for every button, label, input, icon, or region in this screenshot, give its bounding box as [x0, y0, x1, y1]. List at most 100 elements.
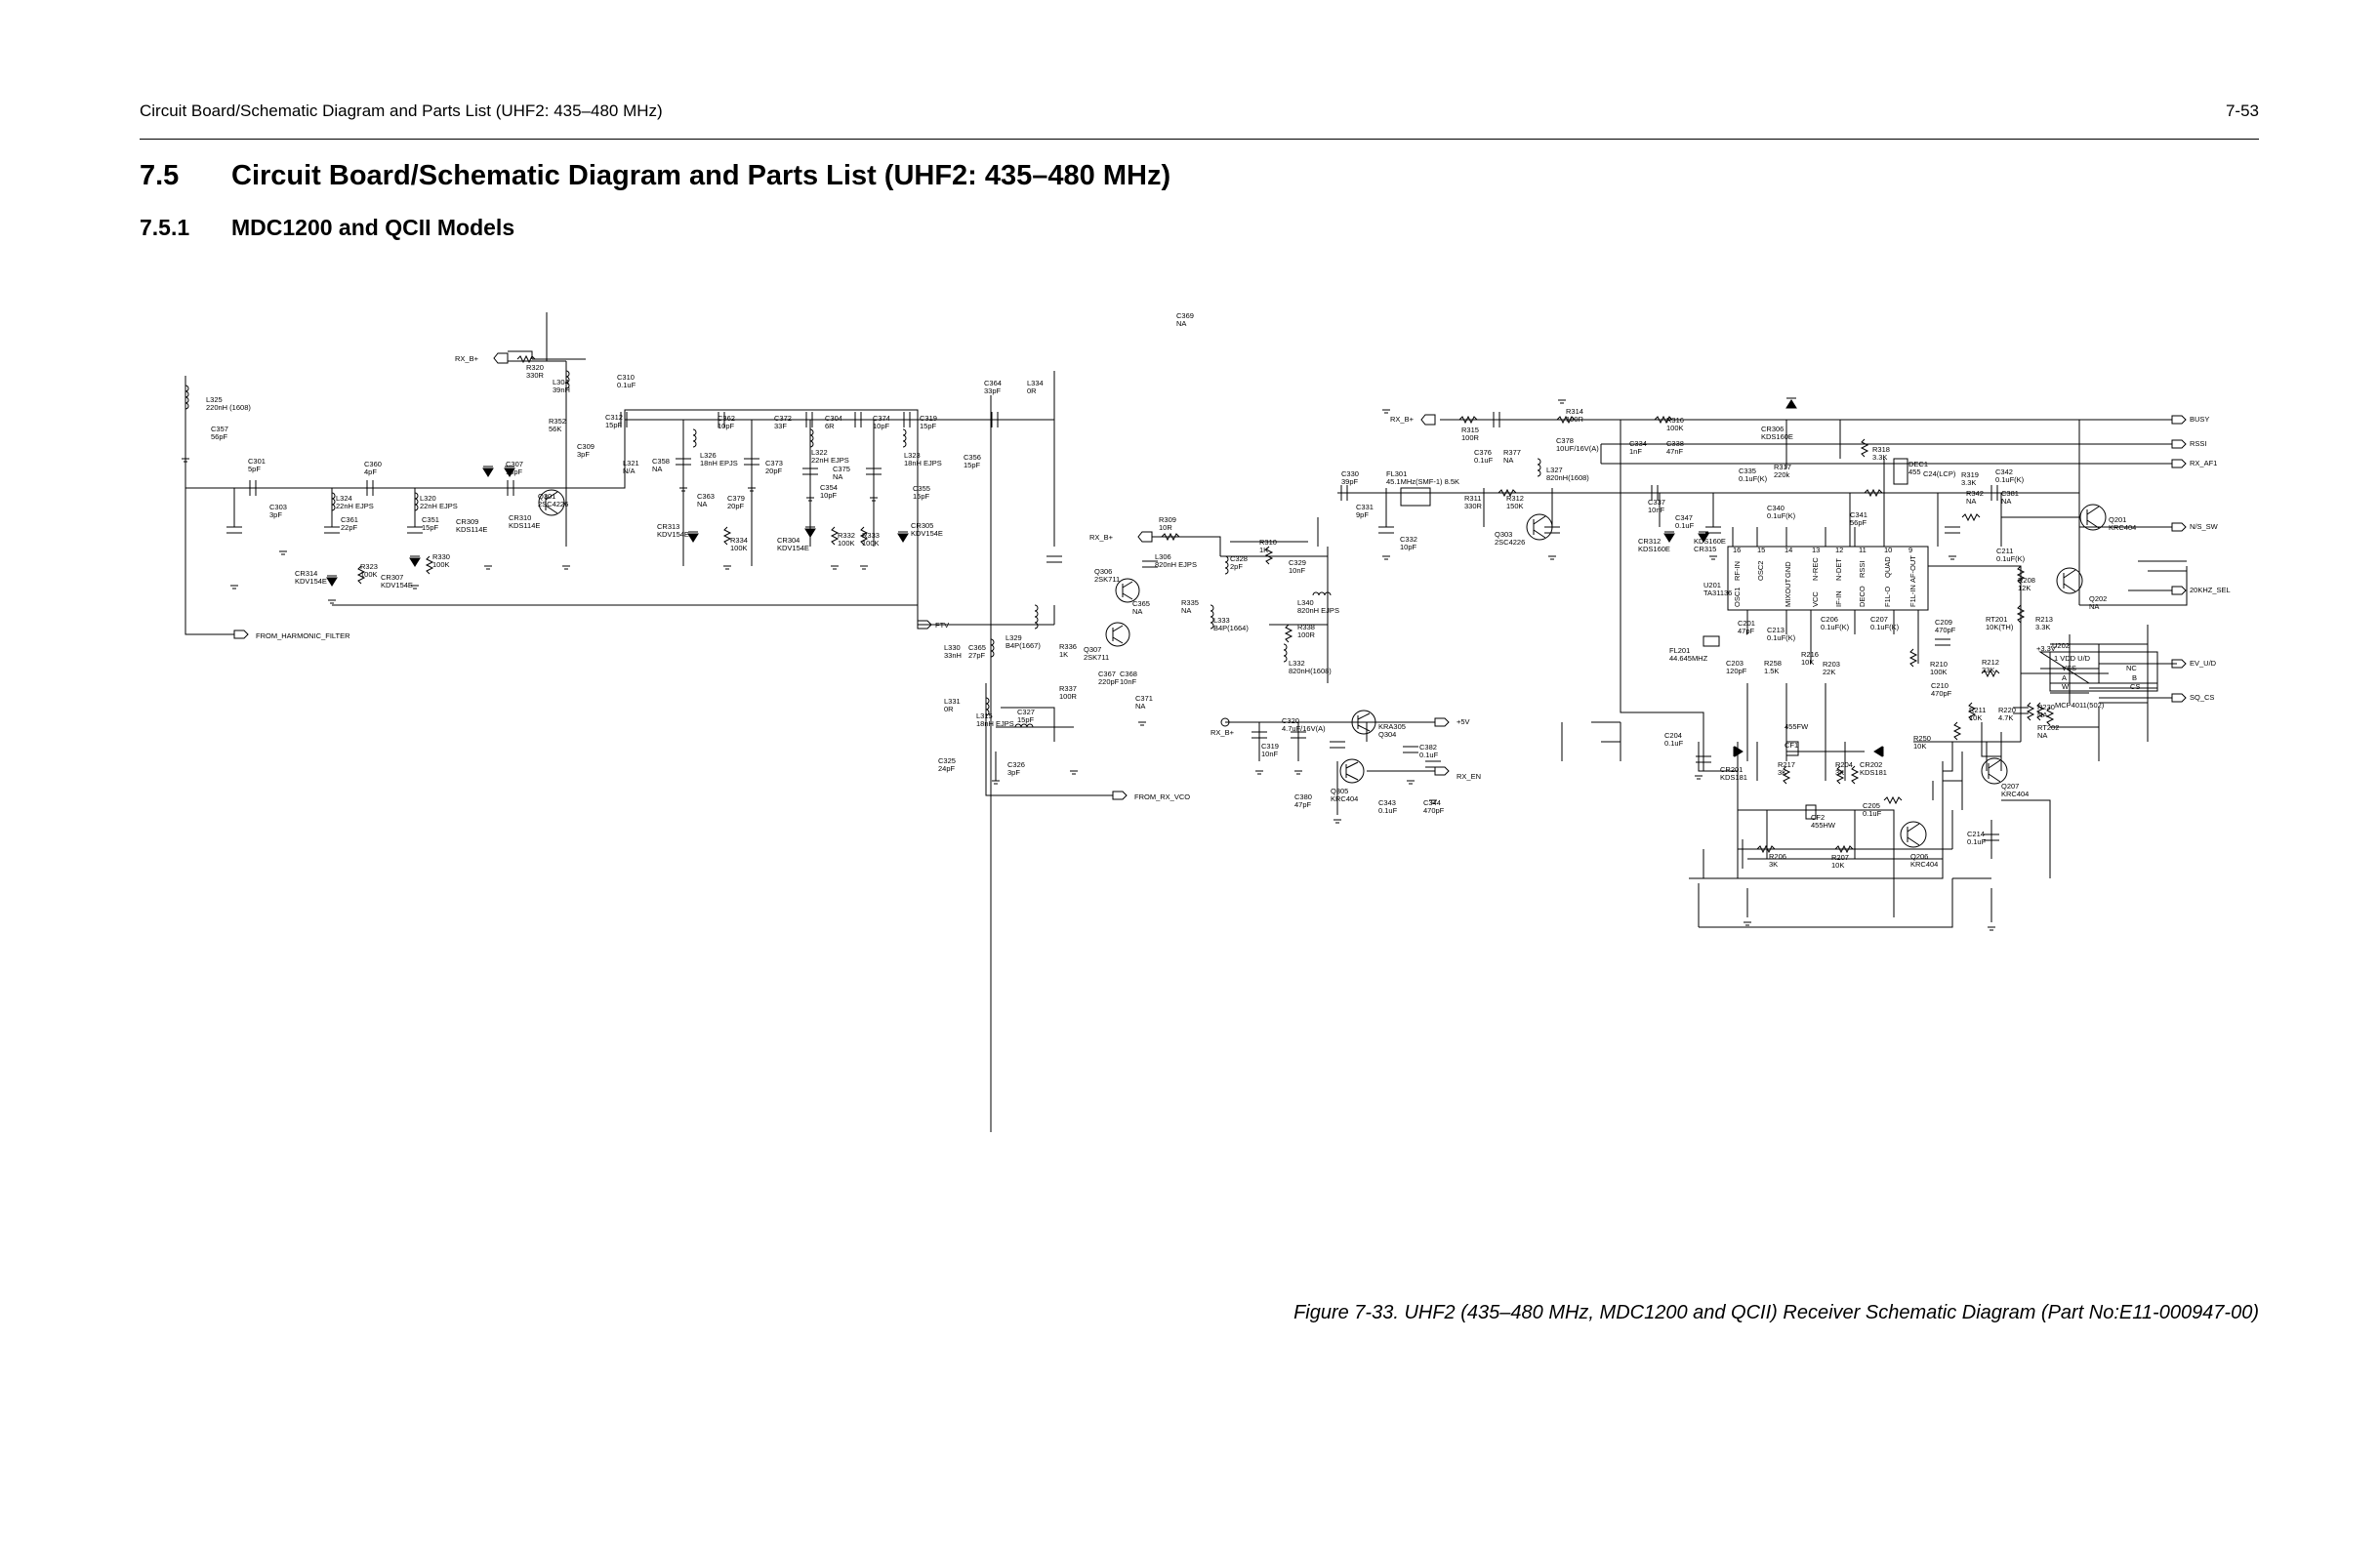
ic-pin-number: 12: [1835, 546, 1843, 554]
ic-pin-number: 16: [1733, 546, 1741, 554]
ic-pin-name: MIXOUT: [1784, 578, 1792, 607]
component-label: MCP4011(502): [2055, 701, 2105, 710]
subsection-title-text: MDC1200 and QCII Models: [231, 215, 515, 240]
net-label: BUSY: [2190, 415, 2209, 424]
ic-pin-name: +3.3V: [2036, 644, 2056, 653]
ic-pin-number: 13: [1812, 546, 1820, 554]
running-header: Circuit Board/Schematic Diagram and Part…: [140, 102, 663, 120]
component-label: CF1: [1785, 741, 1798, 750]
component-label: C24(LCP): [1923, 469, 1956, 478]
ic-pin-number: 15: [1757, 546, 1765, 554]
ic-pin-number: 11: [1859, 546, 1867, 554]
page-number: 7-53: [2225, 102, 2259, 120]
component-label: U202U202: [2052, 641, 2070, 650]
ic-pin-name: VCC: [1811, 591, 1820, 607]
ic-pin-name: N-REC: [1811, 557, 1820, 581]
ic-pin-name: 1 VDD U/D: [2054, 654, 2091, 663]
net-label: +5V: [1457, 717, 1470, 726]
ic-pin-name: F1L-O: [1883, 587, 1892, 607]
ic-pin-name: NC: [2126, 664, 2137, 672]
net-label: RX_EN: [1457, 772, 1481, 781]
ic-pin-name: AF-OUT: [1908, 555, 1917, 583]
ic-pin-name: OSC2: [1756, 561, 1765, 581]
ic-pin-name: RSSI: [1858, 560, 1867, 578]
net-label: RX_B+: [1390, 415, 1415, 424]
section-title-text: Circuit Board/Schematic Diagram and Part…: [231, 160, 1171, 191]
